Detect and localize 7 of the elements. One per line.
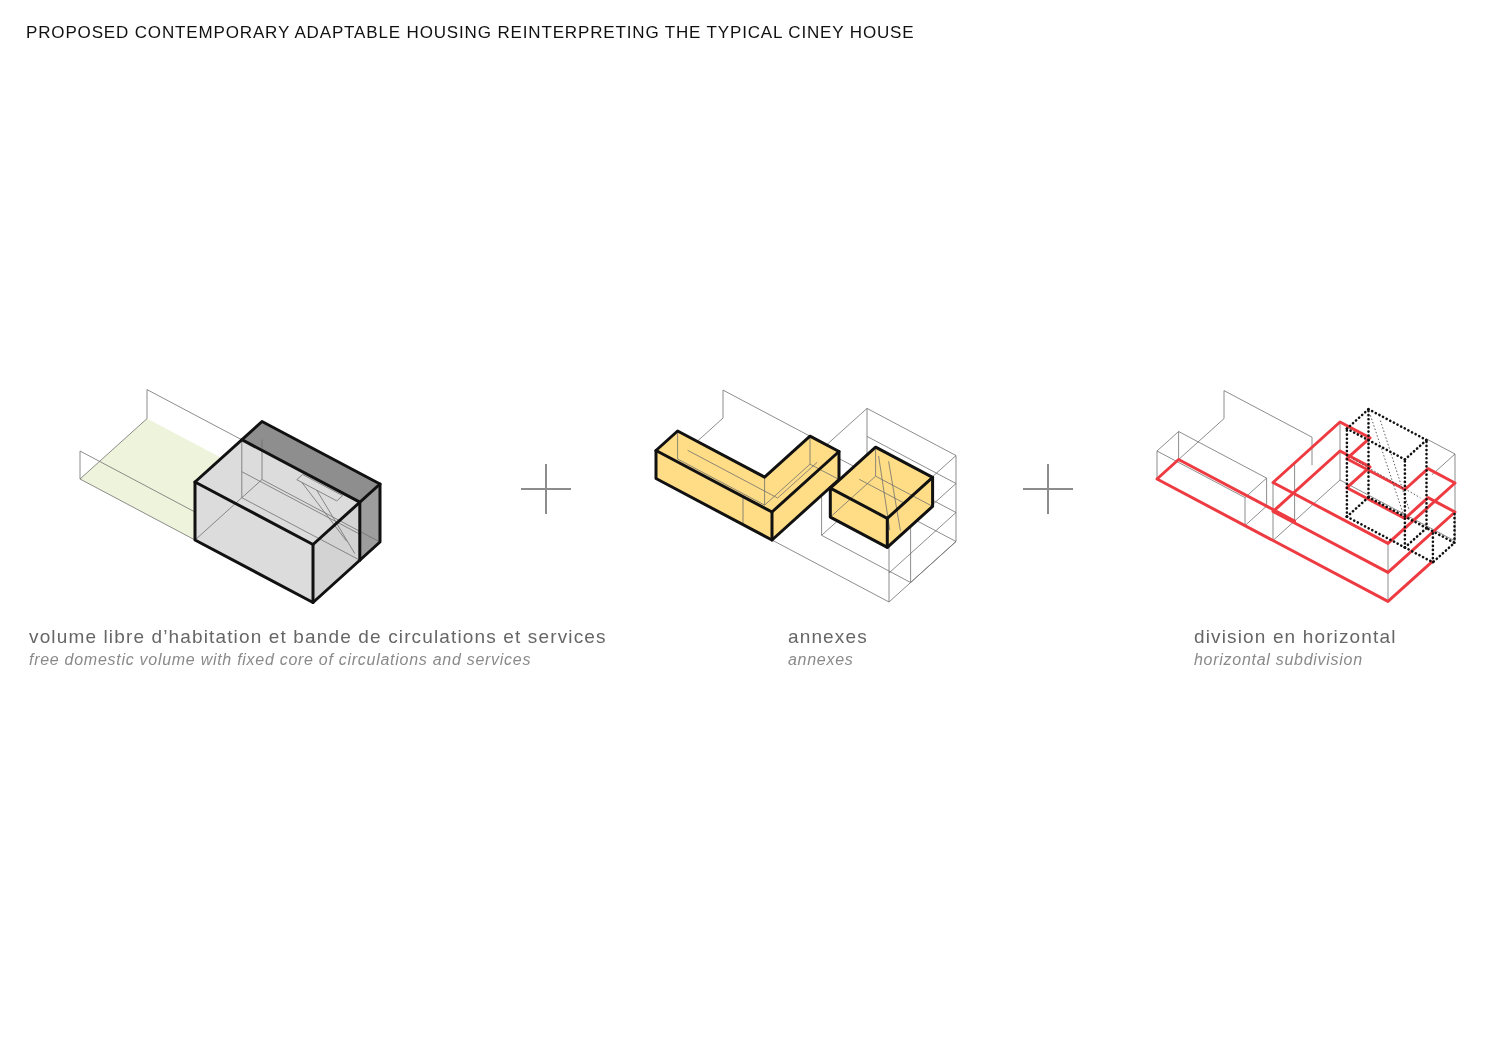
caption-subtitle: annexes	[788, 650, 854, 670]
caption-subtitle: free domestic volume with fixed core of circulations and services	[29, 650, 532, 670]
caption-subtitle: horizontal subdivision	[1194, 650, 1363, 670]
caption-heading: division en horizontal	[1194, 625, 1397, 649]
diagram-title: PROPOSED CONTEMPORARY ADAPTABLE HOUSING REINTERPRETING THE TYPICAL CINEY HOUSE	[26, 23, 915, 43]
caption-heading: annexes	[788, 625, 868, 649]
caption-heading: volume libre d’habitation et bande de circulations et services	[29, 625, 607, 649]
